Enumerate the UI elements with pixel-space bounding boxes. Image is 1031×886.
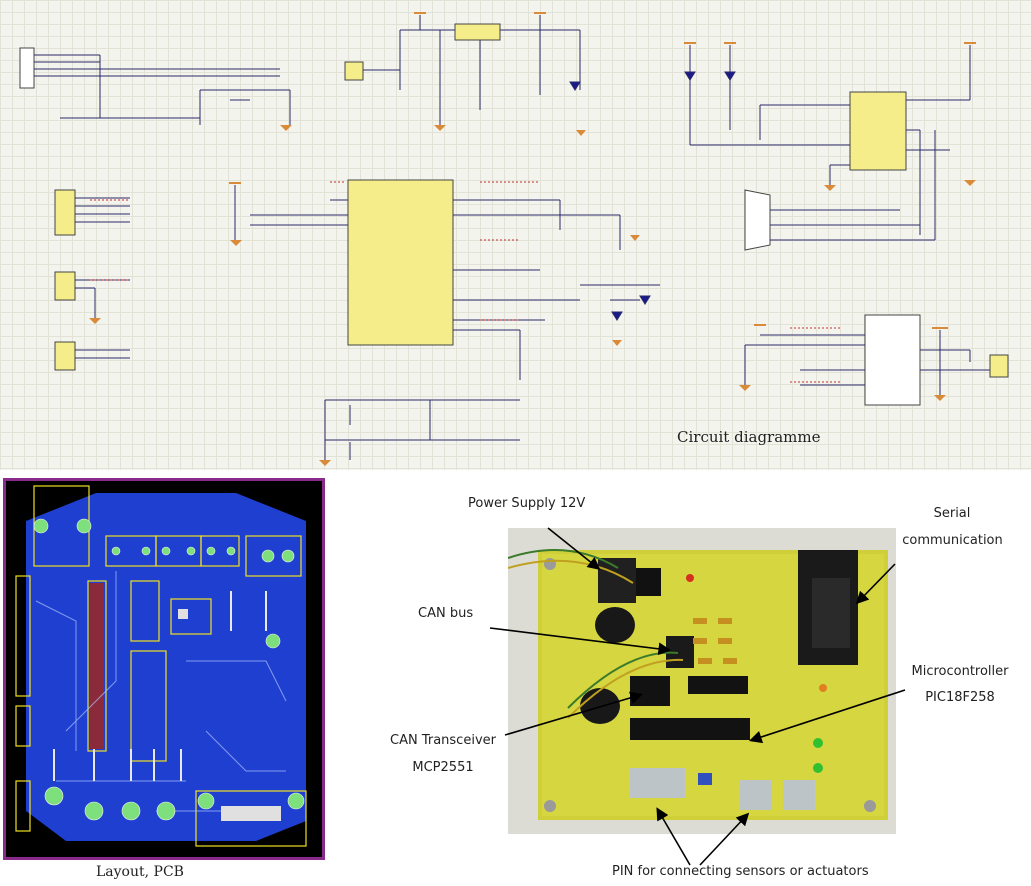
pcb-drawing (15, 485, 307, 847)
label-power-supply: Power Supply 12V (468, 496, 586, 511)
label-transceiver-line1: CAN Transceiver (390, 733, 496, 748)
label-can-bus: CAN bus (418, 606, 474, 621)
pcb-layout (3, 478, 325, 860)
pcb-caption: Layout, PCB (96, 864, 184, 880)
label-microcontroller-line2: PIC18F258 (925, 690, 995, 705)
schematic-caption: Circuit diagramme (677, 428, 821, 446)
label-transceiver-line2: MCP2551 (412, 760, 474, 775)
arrow-transceiver (504, 691, 644, 736)
board-photo (507, 528, 896, 834)
arrow-can-bus (489, 627, 672, 656)
circuit-schematic: Circuit diagramme (0, 0, 1031, 470)
label-serial-line2: communication (902, 533, 1003, 548)
arrow-serial (855, 563, 896, 605)
schematic-drawing (19, 12, 1009, 466)
label-pins: PIN for connecting sensors or actuators (612, 864, 869, 879)
label-serial-line1: Serial (933, 506, 971, 521)
arrow-power-supply (547, 527, 601, 570)
board-photo-drawing (507, 528, 896, 834)
label-microcontroller-line1: Microcontroller (911, 664, 1009, 679)
arrow-pins-left (656, 807, 691, 866)
arrow-microcontroller (748, 689, 906, 744)
arrow-pins-right (699, 812, 750, 866)
